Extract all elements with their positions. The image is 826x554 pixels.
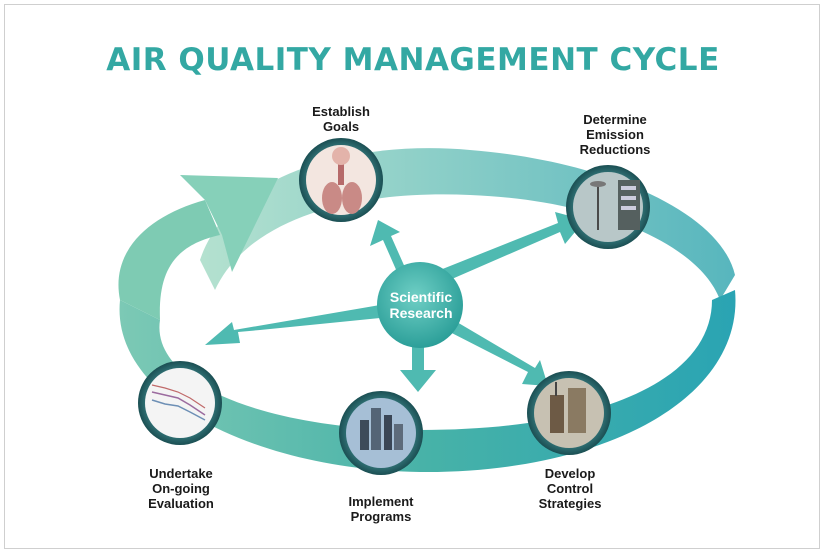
center-label: Scientific Research — [389, 289, 453, 321]
research-spokes — [205, 212, 585, 392]
stage-label-determine-reductions: Determine Emission Reductions — [579, 112, 651, 157]
cycle-arrowhead — [180, 175, 278, 272]
ring-back-band — [200, 148, 735, 300]
stage-label-implement-programs: Implement Programs — [348, 494, 414, 524]
stage-strategies-photo — [527, 371, 611, 455]
stage-goals-photo — [299, 138, 383, 222]
stage-evaluation-photo — [138, 361, 222, 445]
stage-label-evaluation: Undertake On-going Evaluation — [148, 466, 214, 511]
spoke-to-strategies — [440, 315, 548, 386]
stage-label-establish-goals: Establish Goals — [312, 104, 370, 134]
stage-programs-photo — [339, 391, 423, 475]
stage-reductions-photo — [566, 165, 650, 249]
research-hub — [377, 262, 463, 348]
spoke-to-programs — [400, 335, 436, 392]
stage-label-develop-strategies: Develop Control Strategies — [538, 466, 602, 511]
spoke-to-reductions — [440, 212, 585, 282]
ring-left-arm — [118, 200, 220, 320]
spoke-to-evaluation — [205, 305, 380, 345]
diagram-title: AIR QUALITY MANAGEMENT CYCLE — [106, 42, 720, 78]
